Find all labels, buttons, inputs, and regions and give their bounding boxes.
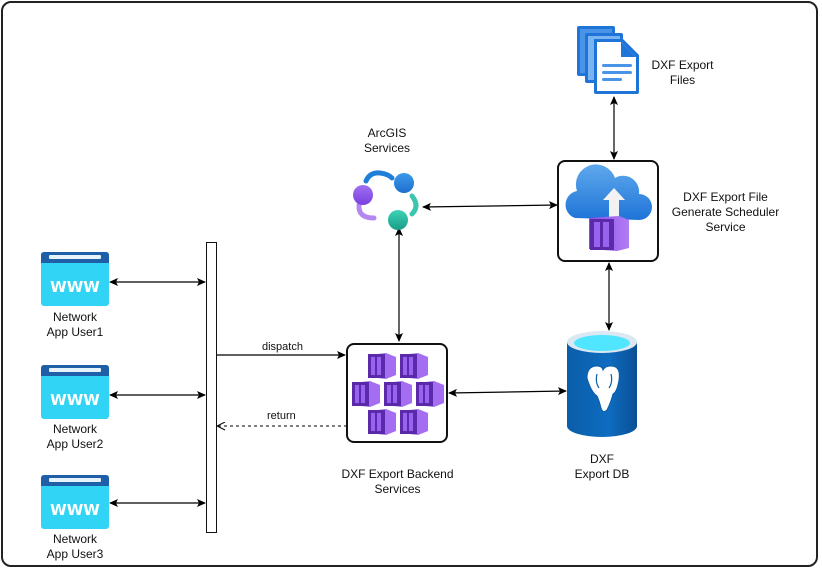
edge-arcgis-scheduler	[422, 201, 558, 211]
arcgis-services-icon	[353, 170, 419, 230]
postgresql-database-icon	[567, 331, 637, 437]
container-cube-icon	[384, 381, 412, 407]
container-cube-icon	[400, 353, 428, 379]
svg-text:WWW: WWW	[50, 391, 100, 409]
user3-node[interactable]: WWW	[41, 475, 109, 529]
www-browser-icon: WWW	[41, 252, 109, 306]
container-cube-icon	[368, 409, 396, 435]
www-browser-icon: WWW	[41, 365, 109, 419]
edge-backend-db	[448, 387, 567, 397]
container-cube-icon	[352, 381, 380, 407]
scheduler-node[interactable]	[557, 160, 659, 262]
dispatch-label: dispatch	[262, 341, 303, 353]
files-node[interactable]	[577, 26, 639, 94]
svg-text:WWW: WWW	[50, 278, 100, 296]
db-node[interactable]	[567, 330, 637, 438]
cloud-upload-container-icon	[565, 164, 652, 251]
container-cube-icon	[416, 381, 444, 407]
svg-text:WWW: WWW	[50, 501, 100, 519]
www-browser-icon: WWW	[41, 475, 109, 529]
container-cube-icon	[368, 353, 396, 379]
user2-node[interactable]: WWW	[41, 365, 109, 419]
backend-node[interactable]	[346, 343, 448, 443]
request-bus	[206, 242, 217, 533]
return-label: return	[267, 410, 296, 422]
user1-node[interactable]: WWW	[41, 252, 109, 306]
container-cube-icon	[400, 409, 428, 435]
container-instances-icon	[352, 353, 444, 435]
arcgis-node[interactable]	[350, 168, 422, 232]
documents-icon	[577, 26, 639, 94]
